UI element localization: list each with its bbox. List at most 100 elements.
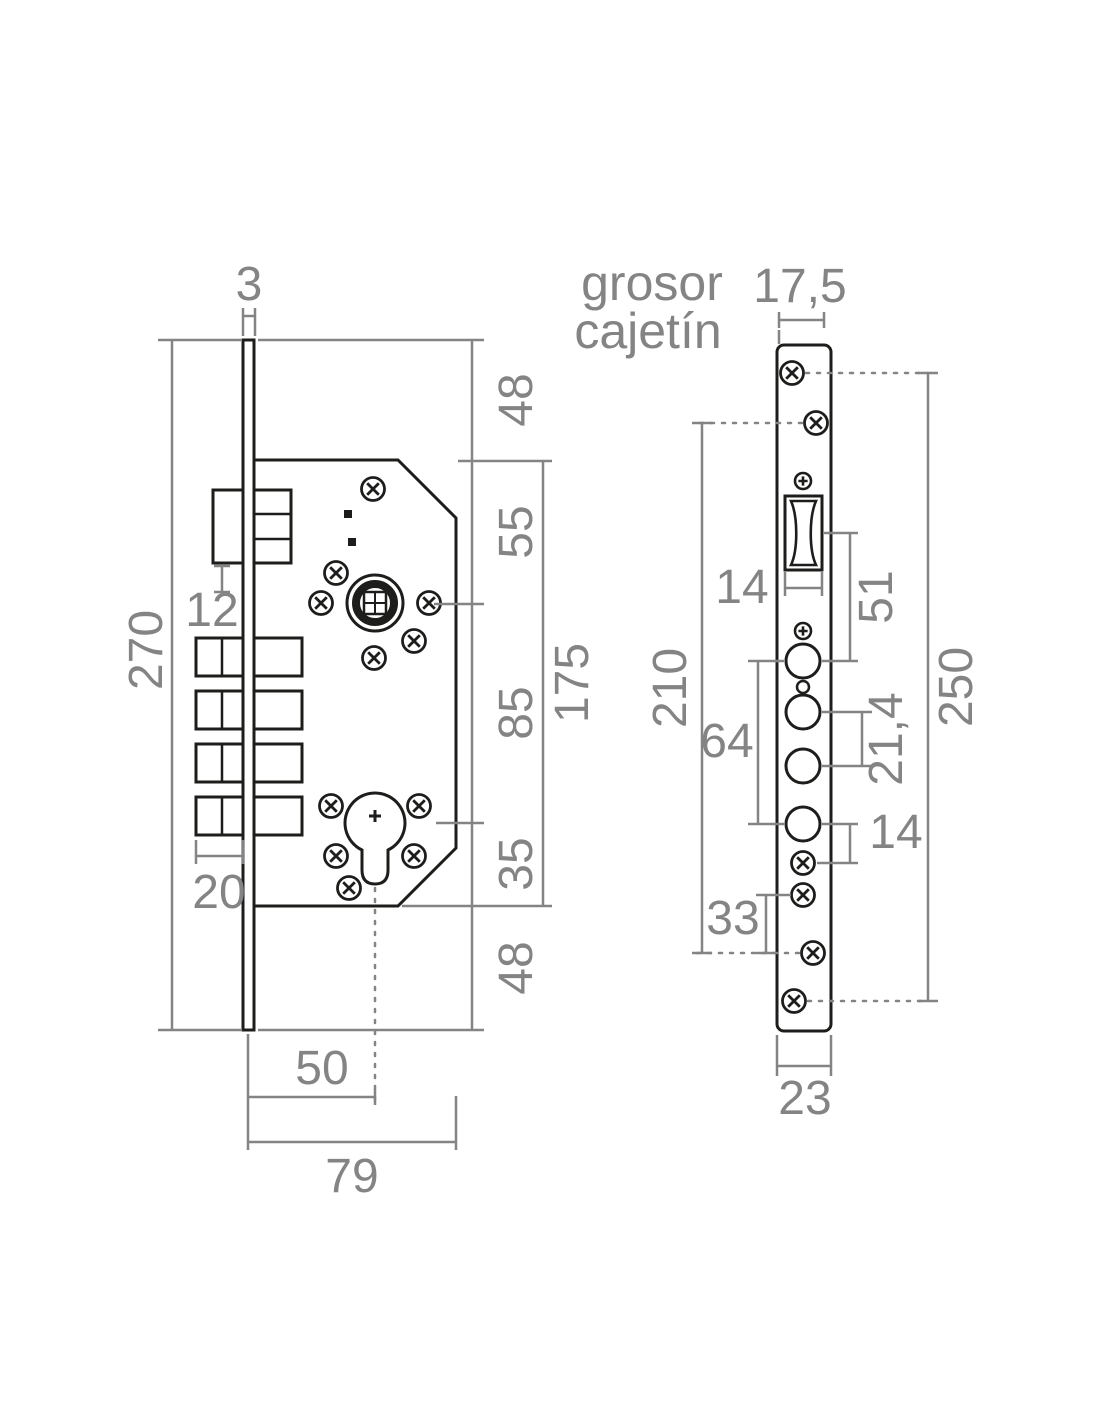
screw-icon bbox=[308, 590, 334, 616]
screw-icon bbox=[401, 843, 427, 869]
dim-chain-right: 48 55 85 35 48 bbox=[258, 338, 552, 1032]
screw-icon bbox=[401, 628, 427, 654]
screw-icon bbox=[406, 793, 432, 819]
screw-icon bbox=[803, 410, 829, 436]
dim-screw-gap: 33 bbox=[706, 892, 791, 955]
backset-label: 50 bbox=[295, 1042, 348, 1095]
latch-bolt-outer bbox=[211, 488, 245, 565]
bolt-hole-2 bbox=[784, 693, 822, 731]
case-thickness-note-line1: grosor bbox=[581, 255, 723, 311]
dim-screw-span: 210 bbox=[644, 421, 804, 955]
dimension-lines bbox=[748, 659, 784, 826]
rivet-dot bbox=[348, 538, 356, 546]
dimension-lines bbox=[777, 312, 826, 344]
case-height-label: 175 bbox=[546, 643, 599, 723]
dim-latch-width: 14 bbox=[715, 561, 824, 614]
dimension-lines bbox=[214, 564, 230, 594]
latch-divider-lines bbox=[254, 512, 291, 541]
dimension-lines bbox=[241, 308, 257, 336]
case-to-spindle-label: 55 bbox=[490, 505, 543, 558]
screw-icon bbox=[318, 793, 344, 819]
screw-gap-label: 33 bbox=[706, 892, 759, 945]
dimension-lines bbox=[822, 710, 872, 768]
screw-icon bbox=[800, 940, 826, 966]
pin-hole bbox=[795, 679, 811, 695]
latch-width-label: 14 bbox=[715, 561, 768, 614]
dimension-lines bbox=[246, 1034, 377, 1150]
case-to-end-label: 48 bbox=[490, 941, 543, 994]
bolt-hole-4 bbox=[784, 805, 822, 843]
dimension-lines bbox=[158, 338, 241, 1032]
dimension-lines bbox=[822, 531, 858, 663]
dimension-lines bbox=[783, 572, 824, 596]
screw-icon bbox=[779, 360, 805, 386]
bolt-to-screw-label: 14 bbox=[869, 806, 922, 859]
dim-backset: 50 bbox=[246, 886, 377, 1150]
bolt-holes-span-label: 64 bbox=[700, 715, 753, 768]
dimension-lines bbox=[692, 421, 712, 955]
leader-dotted bbox=[695, 421, 804, 955]
latch-bolt-face bbox=[788, 499, 819, 567]
dimension-lines bbox=[775, 1035, 833, 1076]
side-view bbox=[194, 338, 458, 1032]
bolt-hole-1 bbox=[784, 642, 822, 680]
spindle-to-cylinder-label: 85 bbox=[490, 686, 543, 739]
deadbolt-4-outer bbox=[194, 795, 245, 837]
euro-cylinder bbox=[343, 791, 407, 886]
dimension-lines bbox=[194, 840, 245, 864]
leader-dotted bbox=[804, 371, 930, 1003]
dim-faceplate-height: 270 bbox=[120, 338, 241, 1032]
top-to-case-label: 48 bbox=[490, 373, 543, 426]
screw-icon bbox=[790, 850, 816, 876]
deadbolt-2-inner bbox=[252, 689, 304, 731]
dimension-lines bbox=[248, 1096, 458, 1150]
case-depth-label: 79 bbox=[325, 1150, 378, 1203]
rivet-dot bbox=[344, 510, 352, 518]
screw-icon bbox=[781, 988, 807, 1014]
dim-bolt-to-screw: 14 bbox=[817, 806, 923, 865]
screw-span-label: 210 bbox=[644, 648, 697, 728]
front-dimensions: grosor cajetín 17,5 250 210 14 51 64 bbox=[574, 255, 983, 1125]
dimension-lines bbox=[817, 822, 858, 865]
dim-plate-width: 23 bbox=[775, 1035, 833, 1125]
deadbolt-3-inner bbox=[252, 742, 304, 784]
dim-faceplate-thickness: 3 bbox=[236, 258, 263, 336]
cylinder-cross-icon bbox=[369, 810, 381, 822]
bolt-hole-gap-label: 21,4 bbox=[860, 692, 913, 785]
dim-screw-to-screw: 250 bbox=[804, 371, 983, 1003]
screw-icon bbox=[793, 621, 813, 641]
screw-icon bbox=[793, 471, 813, 491]
dim-case-height: 175 bbox=[541, 461, 599, 906]
screw-icon bbox=[361, 645, 387, 671]
extension-lines bbox=[258, 338, 552, 1032]
screw-icon bbox=[360, 476, 386, 502]
latch-to-first-bolt-label: 51 bbox=[850, 570, 903, 623]
dim-latch-detail: 12 bbox=[185, 564, 239, 637]
dim-edge-to-screw: 17,5 bbox=[753, 260, 847, 344]
dim-bolt-throw: 20 bbox=[192, 840, 246, 919]
bolt-throw-label: 20 bbox=[192, 866, 245, 919]
dimension-lines bbox=[918, 371, 938, 1003]
faceplate-height-label: 270 bbox=[120, 610, 173, 690]
screw-icon bbox=[336, 875, 362, 901]
cylinder-to-bottom-label: 35 bbox=[490, 837, 543, 890]
case-thickness-note-line2: cajetín bbox=[574, 303, 721, 359]
faceplate-side bbox=[241, 338, 256, 1032]
latch-detail-label: 12 bbox=[185, 584, 238, 637]
dim-latch-to-first-bolt: 51 bbox=[822, 531, 903, 663]
spindle-hub bbox=[345, 573, 405, 633]
deadbolt-4-inner bbox=[252, 795, 304, 837]
deadbolt-3-outer bbox=[194, 742, 245, 784]
front-view bbox=[775, 343, 833, 1033]
dimension-lines bbox=[756, 893, 791, 955]
deadbolt-1-outer bbox=[194, 636, 245, 678]
latch-bolt-inner bbox=[252, 488, 293, 565]
deadbolt-2-outer bbox=[194, 689, 245, 731]
screw-icon bbox=[790, 882, 816, 908]
deadbolt-1-inner bbox=[252, 636, 304, 678]
plate-width-label: 23 bbox=[778, 1072, 831, 1125]
bolt-hole-3 bbox=[784, 747, 822, 785]
edge-to-screw-label: 17,5 bbox=[753, 260, 846, 313]
faceplate-thickness-label: 3 bbox=[236, 258, 263, 311]
